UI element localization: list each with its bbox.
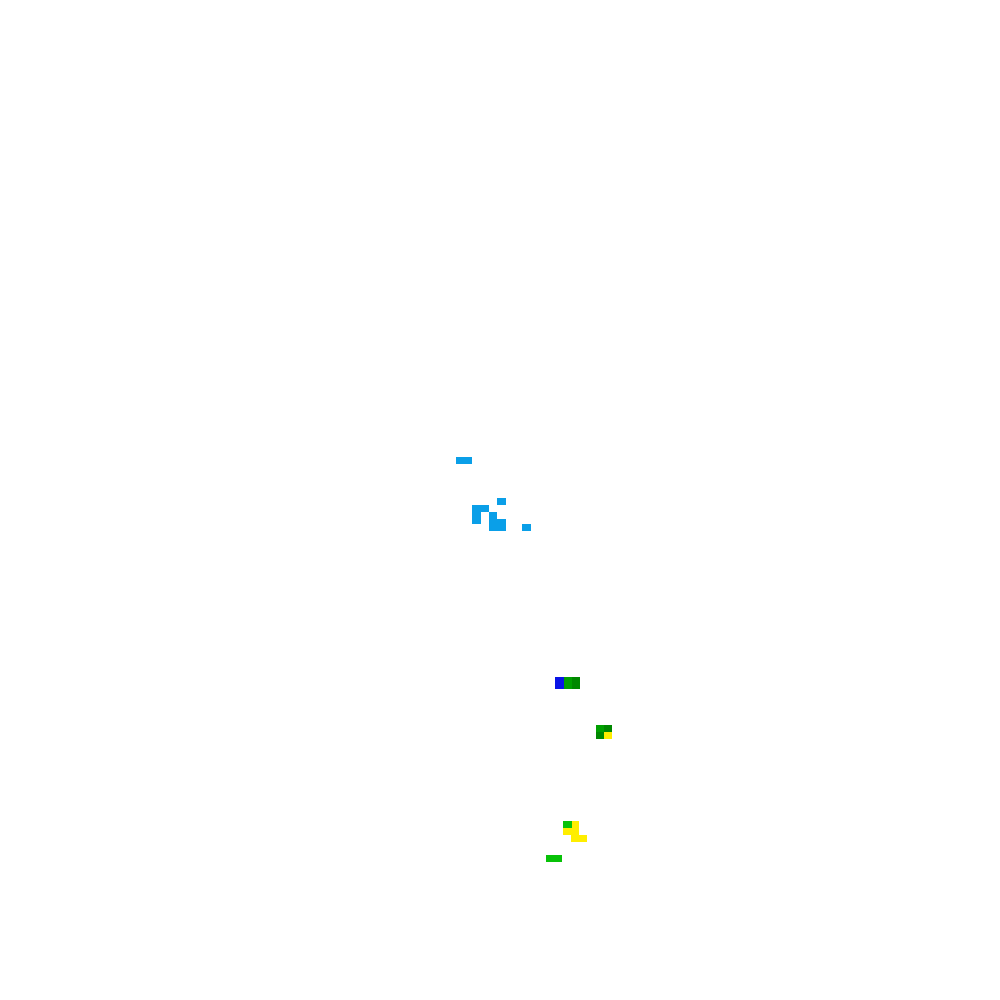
middle-cell-1 — [555, 677, 564, 689]
north-cell-2 — [497, 498, 506, 505]
north-cell-3 — [472, 505, 489, 512]
north-cell-1 — [456, 457, 472, 464]
south-cell-5 — [546, 855, 562, 862]
south-cell-cluster — [546, 821, 587, 862]
north-cell-4 — [472, 512, 481, 524]
south-cell-1 — [563, 821, 572, 828]
east-cell-cluster — [596, 725, 612, 739]
east-cell-2 — [604, 725, 612, 732]
middle-cell-cluster — [555, 677, 580, 689]
middle-cell-2 — [564, 677, 572, 689]
north-cell-5 — [489, 512, 497, 519]
east-cell-1 — [596, 725, 604, 732]
north-cell-7 — [522, 524, 531, 531]
middle-cell-3 — [572, 677, 580, 689]
east-cell-4 — [604, 732, 612, 739]
south-cell-2 — [572, 821, 579, 828]
north-cell-cluster — [456, 457, 531, 531]
south-cell-4 — [571, 835, 587, 842]
south-cell-3 — [563, 828, 579, 835]
east-cell-3 — [596, 732, 604, 739]
north-cell-6 — [489, 519, 506, 531]
